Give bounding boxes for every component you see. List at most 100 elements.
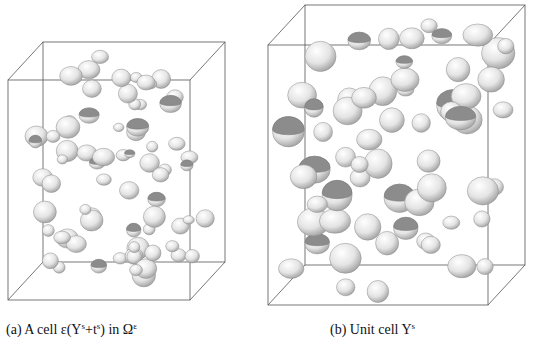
cut-face (125, 150, 135, 155)
ellipsoid (83, 80, 102, 97)
ellipsoid (478, 67, 505, 92)
ellipsoid (183, 216, 194, 224)
ellipsoid (290, 165, 317, 189)
ellipsoid (417, 174, 446, 202)
caption-text: +t (85, 322, 97, 337)
ellipsoid (330, 243, 362, 273)
ellipsoid (54, 231, 71, 244)
ellipsoid (314, 122, 333, 141)
ellipsoid (143, 206, 165, 227)
ellipsoid (127, 119, 149, 137)
ellipsoid (29, 135, 42, 148)
ellipsoid (498, 39, 514, 54)
cut-face (91, 259, 107, 267)
ellipsoid (355, 214, 381, 240)
ellipsoid (305, 99, 323, 117)
ellipsoid (443, 216, 460, 229)
ellipsoid (148, 192, 165, 206)
caption-text: (b) Unit cell Y (330, 322, 412, 337)
ellipsoid (114, 123, 124, 131)
ellipsoid (467, 177, 498, 205)
ellipsoid (474, 211, 490, 227)
ellipsoid (118, 84, 137, 103)
figure-caption: (b) Unit cell Ys (330, 322, 415, 338)
ellipsoid (147, 141, 158, 152)
cut-face (127, 223, 141, 231)
ellipsoid (91, 259, 107, 273)
ellipsoid (145, 245, 161, 261)
ellipsoid (357, 129, 382, 150)
ellipsoid (42, 225, 54, 237)
ellipsoid (380, 108, 405, 133)
ellipsoid (412, 114, 430, 133)
ellipsoid (125, 150, 135, 158)
ellipsoid (137, 75, 155, 90)
cut-face (148, 192, 165, 201)
cut-face (432, 29, 452, 38)
ellipsoid (432, 29, 452, 44)
ellipsoid (92, 148, 114, 166)
ellipsoid (493, 102, 513, 118)
ellipsoid (273, 117, 305, 147)
ellipsoid (130, 264, 143, 275)
ellipsoid (394, 217, 418, 239)
cut-face (160, 95, 182, 105)
ellipsoid-inclusions (25, 19, 515, 303)
ellipsoid (152, 168, 169, 182)
ellipsoid (305, 234, 329, 254)
cut-face (79, 108, 99, 117)
ellipsoid (337, 279, 355, 296)
cut-face (322, 180, 352, 198)
cut-face (394, 217, 418, 230)
ellipsoid (307, 196, 327, 212)
ellipsoid (92, 50, 109, 63)
cut-face (127, 119, 149, 130)
figure-caption: (a) A cell ε(Ys+ts) in Ωε (6, 322, 137, 338)
ellipsoid (42, 253, 58, 269)
ellipsoid (112, 69, 131, 87)
ellipsoid (446, 58, 470, 82)
ellipsoid (169, 137, 186, 150)
ellipsoid (421, 236, 440, 253)
ellipsoid (448, 255, 476, 278)
caption-superscript: s (81, 321, 85, 331)
ellipsoid (97, 174, 112, 185)
ellipsoid (391, 68, 419, 91)
caption-text: ) in Ω (100, 322, 133, 337)
ellipsoid (127, 223, 141, 237)
ellipsoid (463, 24, 493, 46)
ellipsoid (351, 157, 368, 173)
ellipsoid (160, 95, 182, 112)
ellipsoid (34, 201, 57, 223)
ellipsoid (196, 210, 214, 228)
ellipsoid (396, 56, 413, 69)
ellipsoid (46, 130, 60, 142)
ellipsoid (60, 67, 83, 86)
ellipsoid (279, 259, 304, 279)
ellipsoid (367, 281, 389, 303)
ellipsoid (399, 28, 424, 49)
ellipsoid (79, 108, 99, 123)
ellipsoid (166, 241, 179, 252)
ellipsoid (120, 182, 139, 200)
ellipsoid (57, 155, 67, 164)
ellipsoid (379, 28, 400, 49)
ellipsoid (129, 242, 140, 253)
caption-superscript: ε (133, 321, 137, 331)
ellipsoid (305, 41, 336, 71)
cut-face (305, 99, 323, 110)
ellipsoid (80, 204, 91, 214)
ellipsoid (42, 175, 61, 193)
cut-face (396, 56, 413, 64)
cut-face (348, 32, 371, 43)
ellipsoid (185, 250, 199, 263)
cut-face (445, 106, 475, 120)
ellipsoid (477, 259, 493, 275)
cut-face (181, 160, 193, 166)
caption-superscript: s (97, 321, 101, 331)
cube-wireframe (8, 5, 525, 305)
ellipsoid (352, 87, 377, 108)
ellipsoid (348, 32, 371, 50)
cut-face (272, 117, 304, 135)
